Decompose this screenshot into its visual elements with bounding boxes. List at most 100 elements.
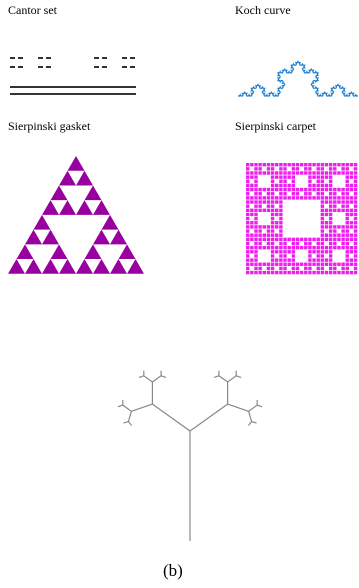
carpet-cell-345: [349, 237, 354, 242]
carpet-cell-13: [299, 163, 304, 167]
koch-curve-label: Koch curve: [235, 3, 291, 17]
carpet-cell-326: [270, 237, 275, 242]
carpet-cell-64: [324, 171, 329, 175]
gasket-triangle-12: [16, 244, 34, 260]
carpet-cell-78: [283, 175, 287, 179]
carpet-cell-477: [308, 266, 312, 271]
carpet-cell-503: [320, 270, 325, 275]
carpet-cell-497: [295, 270, 300, 275]
carpet-cell-52: [275, 171, 279, 175]
carpet-cell-449: [283, 262, 287, 266]
carpet-cell-250: [349, 212, 354, 217]
carpet-cell-244: [275, 212, 279, 217]
tree-branch-28: [248, 411, 253, 422]
carpet-cell-496: [291, 270, 296, 275]
carpet-cell-189: [345, 196, 349, 200]
carpet-cell-507: [337, 270, 341, 275]
carpet-cell-302: [246, 233, 250, 237]
carpet-cell-173: [279, 196, 283, 200]
carpet-cell-259: [353, 216, 358, 221]
tree-branch-4: [127, 421, 132, 426]
carpet-cell-147: [246, 192, 250, 196]
carpet-cell-509: [345, 270, 349, 275]
carpet-cell-108: [283, 183, 287, 188]
carpet-cell-110: [291, 183, 296, 188]
carpet-cell-106: [275, 183, 279, 188]
carpet-cell-391: [353, 245, 358, 250]
carpet-cell-354: [291, 241, 296, 246]
carpet-cell-216: [320, 204, 325, 208]
carpet-cell-274: [254, 225, 258, 229]
carpet-cell-382: [316, 245, 320, 250]
carpet-cell-387: [337, 245, 341, 250]
carpet-cell-459: [324, 262, 329, 266]
carpet-cell-351: [270, 241, 275, 246]
carpet-cell-137: [316, 187, 320, 192]
carpet-cell-2: [254, 163, 258, 167]
tree-branch-15: [160, 375, 167, 378]
gasket-triangle-8: [93, 200, 110, 215]
carpet-cell-119: [353, 183, 358, 188]
carpet-cell-123: [258, 187, 262, 192]
carpet-cell-293: [266, 229, 271, 233]
carpet-cell-464: [345, 262, 349, 266]
carpet-cell-384: [324, 245, 329, 250]
carpet-cell-410: [246, 254, 250, 258]
carpet-cell-214: [270, 204, 275, 208]
carpet-cell-253: [254, 216, 258, 221]
tree-branch-3: [127, 411, 132, 422]
carpet-cell-120: [246, 187, 250, 192]
carpet-cell-112: [312, 183, 316, 188]
carpet-cell-12: [295, 163, 300, 167]
carpet-cell-225: [258, 208, 262, 213]
carpet-cell-99: [328, 179, 333, 183]
carpet-cell-47: [254, 171, 258, 175]
carpet-cell-212: [258, 204, 262, 208]
carpet-cell-218: [333, 204, 337, 208]
gasket-triangle-19: [93, 229, 110, 245]
carpet-cell-352: [279, 241, 283, 246]
sierpinski-carpet-label: Sierpinski carpet: [235, 119, 316, 133]
carpet-cell-429: [287, 258, 291, 262]
carpet-cell-486: [250, 270, 254, 275]
carpet-cell-113: [316, 183, 320, 188]
carpet-cell-319: [353, 233, 358, 237]
carpet-cell-188: [341, 196, 345, 200]
carpet-cell-30: [266, 167, 271, 171]
carpet-cell-75: [270, 175, 275, 179]
carpet-cell-269: [345, 221, 349, 225]
carpet-cell-45: [246, 171, 250, 175]
carpet-cell-114: [320, 183, 325, 188]
carpet-cell-313: [328, 233, 333, 237]
carpet-cell-95: [291, 179, 296, 183]
carpet-cell-311: [320, 233, 325, 237]
carpet-cell-315: [337, 233, 341, 237]
carpet-cell-280: [279, 225, 283, 229]
carpet-cell-170: [266, 196, 271, 200]
gasket-triangle-24: [118, 244, 136, 260]
carpet-cell-63: [320, 171, 325, 175]
carpet-cell-318: [349, 233, 354, 237]
carpet-cell-101: [353, 179, 358, 183]
carpet-cell-492: [275, 270, 279, 275]
carpet-cell-294: [270, 229, 275, 233]
carpet-cell-164: [353, 192, 358, 196]
carpet-cell-442: [254, 262, 258, 266]
carpet-cell-373: [279, 245, 283, 250]
carpet-cell-277: [266, 225, 271, 229]
fractal-tree-figure: [117, 370, 263, 541]
carpet-cell-80: [291, 175, 296, 179]
carpet-cell-478: [316, 266, 320, 271]
carpet-cell-49: [262, 171, 266, 175]
carpet-cell-495: [287, 270, 291, 275]
carpet-cell-412: [270, 254, 275, 258]
carpet-cell-254: [270, 216, 275, 221]
carpet-cell-434: [320, 258, 325, 262]
carpet-cell-48: [258, 171, 262, 175]
carpet-cell-386: [333, 245, 337, 250]
carpet-cell-273: [250, 225, 254, 229]
carpet-cell-445: [266, 262, 271, 266]
carpet-cell-288: [349, 225, 354, 229]
carpet-cell-222: [246, 208, 250, 213]
carpet-cell-159: [320, 192, 325, 196]
